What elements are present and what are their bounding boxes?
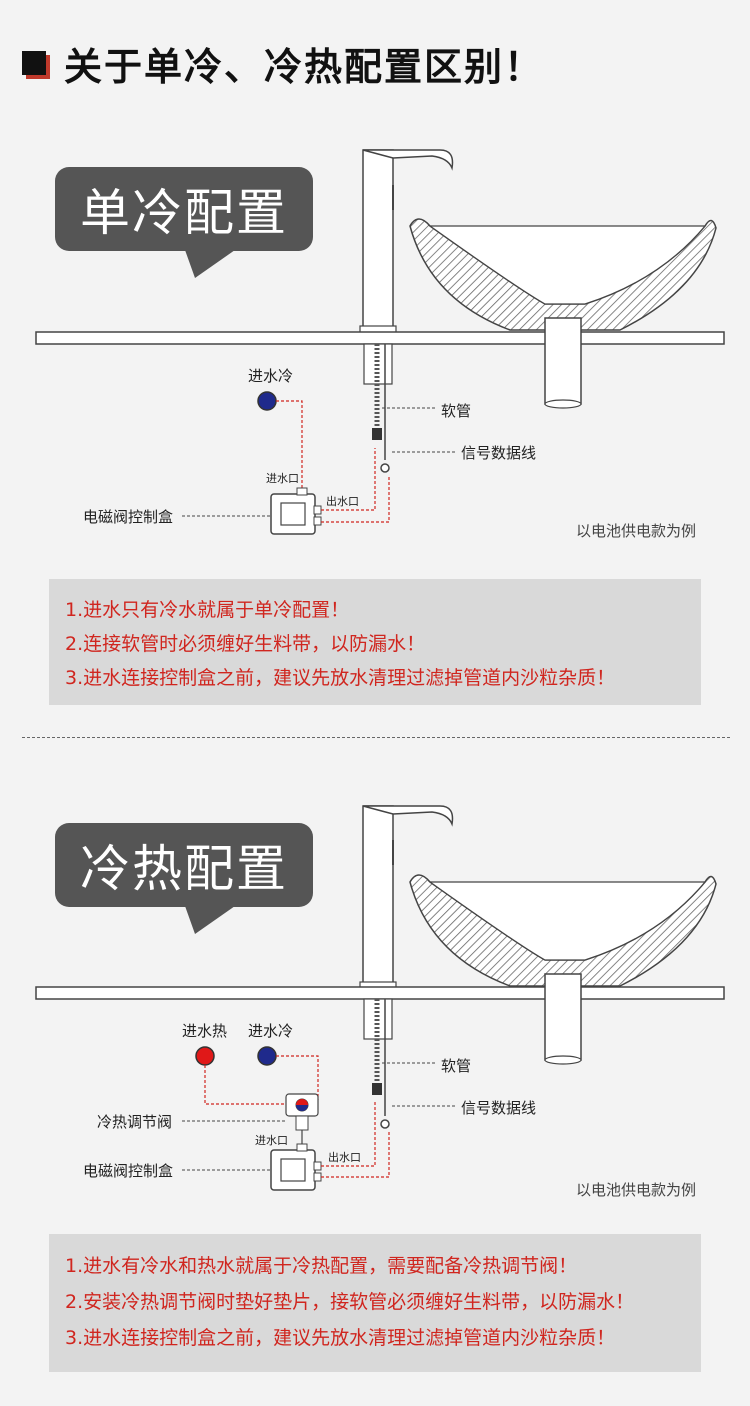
hose-icon xyxy=(363,998,393,1129)
hose-label: 软管 xyxy=(441,1057,472,1075)
control-box-icon xyxy=(270,487,322,535)
cold-inlet-icon xyxy=(257,1046,277,1066)
hose-label: 软管 xyxy=(441,402,472,420)
page-title: 关于单冷、冷热配置区别！ xyxy=(64,44,545,89)
bubble-tail xyxy=(185,250,235,278)
control-box-label: 电磁阀控制盒 xyxy=(83,508,174,526)
inlet-label: 进水口 xyxy=(266,472,299,485)
bubble-label: 冷热配置 xyxy=(80,840,288,898)
note-line: 1.进水只有冷水就属于单冷配置！ xyxy=(65,599,350,621)
hot-cold-bubble: 冷热配置 xyxy=(55,823,313,907)
faucet-icon xyxy=(359,149,454,335)
cold-in-label: 进水冷 xyxy=(248,367,294,385)
countertop xyxy=(35,986,725,1000)
battery-note: 以电池供电款为例 xyxy=(576,1181,697,1199)
hot-cold-diagram xyxy=(35,805,725,1191)
outlet-label: 出水口 xyxy=(326,495,359,508)
single-cold-notes: 1.进水只有冷水就属于单冷配置！ 2.连接软管时必须缠好生料带，以防漏水！ 3.… xyxy=(49,579,701,705)
signal-label: 信号数据线 xyxy=(461,1099,537,1117)
note-line: 2.连接软管时必须缠好生料带，以防漏水！ xyxy=(65,633,426,655)
basin-icon xyxy=(409,874,717,1065)
single-cold-bubble: 单冷配置 xyxy=(55,167,313,251)
hose-icon xyxy=(363,343,393,473)
battery-note: 以电池供电款为例 xyxy=(576,522,697,540)
section-divider xyxy=(22,737,730,738)
single-cold-diagram xyxy=(35,149,725,535)
bubble-tail xyxy=(185,906,235,934)
note-line: 3.进水连接控制盒之前，建议先放水清理过滤掉管道内沙粒杂质！ xyxy=(65,1327,616,1349)
note-line: 2.安装冷热调节阀时垫好垫片，接软管必须缠好生料带，以防漏水！ xyxy=(65,1291,635,1313)
mix-valve-icon xyxy=(285,1093,319,1131)
faucet-icon xyxy=(359,805,454,991)
control-box-icon xyxy=(270,1143,322,1191)
note-line: 3.进水连接控制盒之前，建议先放水清理过滤掉管道内沙粒杂质！ xyxy=(65,667,616,689)
signal-label: 信号数据线 xyxy=(461,444,537,462)
control-box-label: 电磁阀控制盒 xyxy=(83,1162,174,1180)
square-bullet-icon xyxy=(22,51,46,75)
cold-in-label: 进水冷 xyxy=(248,1022,294,1040)
bubble-label: 单冷配置 xyxy=(80,184,288,242)
hot-cold-notes: 1.进水有冷水和热水就属于冷热配置，需要配备冷热调节阀！ 2.安装冷热调节阀时垫… xyxy=(49,1234,701,1372)
basin-icon xyxy=(409,218,717,409)
inlet-label: 进水口 xyxy=(255,1134,288,1147)
mix-valve-label: 冷热调节阀 xyxy=(97,1113,173,1131)
hot-in-label: 进水热 xyxy=(182,1022,228,1040)
note-line: 1.进水有冷水和热水就属于冷热配置，需要配备冷热调节阀！ xyxy=(65,1255,578,1277)
page-header: 关于单冷、冷热配置区别！ xyxy=(22,38,545,89)
hot-inlet-icon xyxy=(195,1046,215,1066)
outlet-label: 出水口 xyxy=(328,1151,361,1164)
single-cold-section: 单冷配置 进水冷 进水口 出水口 电磁阀控制盒 软管 信号数据线 以电池供电款为… xyxy=(35,149,725,705)
